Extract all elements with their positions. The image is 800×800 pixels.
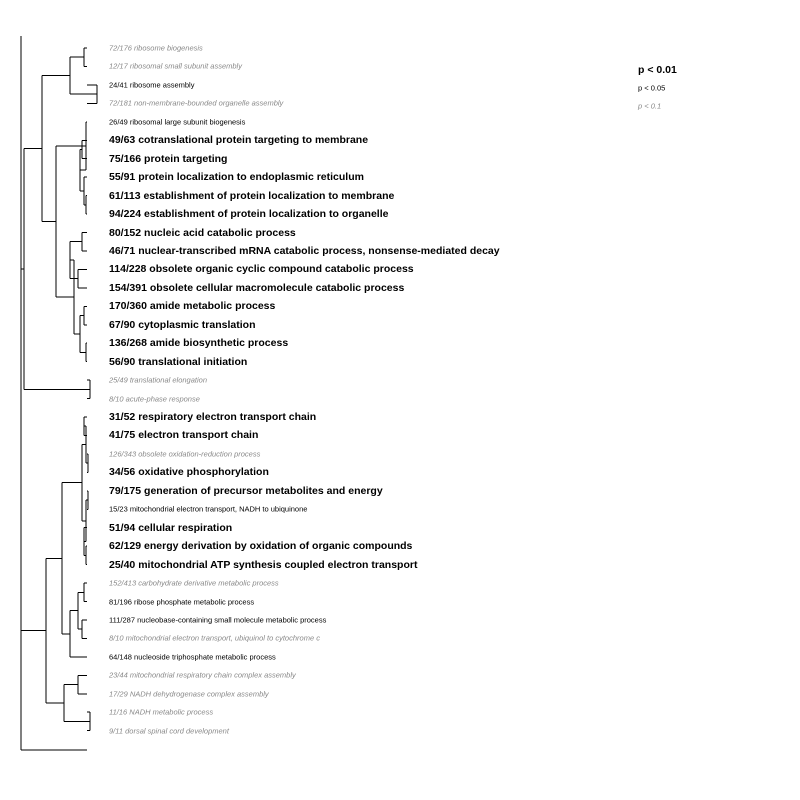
term-label: 55/91 protein localization to endoplasmi… [109,171,364,184]
term-label: 81/196 ribose phosphate metabolic proces… [109,597,255,606]
term-label: 41/75 electron transport chain [109,429,259,442]
term-label: 94/224 establishment of protein localiza… [109,208,389,221]
term-label: 62/129 energy derivation by oxidation of… [109,540,413,553]
term-label: 9/11 dorsal spinal cord development [109,726,229,736]
term-label: 31/52 respiratory electron transport cha… [109,411,317,423]
term-label: 11/16 NADH metabolic process [109,707,214,717]
term-label: 136/268 amide biosynthetic process [109,337,289,350]
term-label: 15/23 mitochondrial electron transport, … [109,504,308,514]
term-label: 56/90 translational initiation [109,355,248,368]
term-label: 23/44 mitochondrial respiratory chain co… [109,670,296,680]
term-label: 34/56 oxidative phosphorylation [109,466,269,479]
term-label: 8/10 acute-phase response [109,394,200,404]
term-label: 72/176 ribosome biogenesis [109,43,203,53]
term-label: 24/41 ribosome assembly [109,80,195,90]
term-label: 126/343 obsolete oxidation-reduction pro… [109,449,261,459]
term-label: 26/49 ribosomal large subunit biogenesis [109,117,246,127]
term-label: 80/152 nucleic acid catabolic process [109,226,296,239]
legend-item: p < 0.05 [638,83,666,93]
term-label: 17/29 NADH dehydrogenase complex assembl… [109,689,269,699]
term-label: 49/63 cotranslational protein targeting … [109,134,369,147]
legend-item: p < 0.1 [638,101,662,111]
term-label: 72/181 non-membrane-bounded organelle as… [109,98,284,108]
term-label: 114/228 obsolete organic cyclic compound… [109,263,414,276]
term-label: 12/17 ribosomal small subunit assembly [109,61,242,71]
term-label: 170/360 amide metabolic process [109,300,276,313]
term-label: 111/287 nucleobase-containing small mole… [109,615,327,625]
term-label: 67/90 cytoplasmic translation [109,318,256,331]
term-label: 61/113 establishment of protein localiza… [109,189,395,202]
legend-item: p < 0.01 [638,64,677,76]
term-label: 25/40 mitochondrial ATP synthesis couple… [109,558,418,571]
term-label: 154/391 obsolete cellular macromolecule … [109,281,405,294]
term-label: 46/71 nuclear-transcribed mRNA catabolic… [109,244,500,257]
term-label: 8/10 mitochondrial electron transport, u… [109,633,320,643]
term-label: 79/175 generation of precursor metabolit… [109,484,383,497]
term-label: 152/413 carbohydrate derivative metaboli… [109,578,279,588]
term-label: 25/49 translational elongation [109,375,207,385]
term-label: 64/148 nucleoside triphosphate metabolic… [109,652,276,662]
term-label: 75/166 protein targeting [109,152,228,165]
term-label: 51/94 cellular respiration [109,521,233,534]
